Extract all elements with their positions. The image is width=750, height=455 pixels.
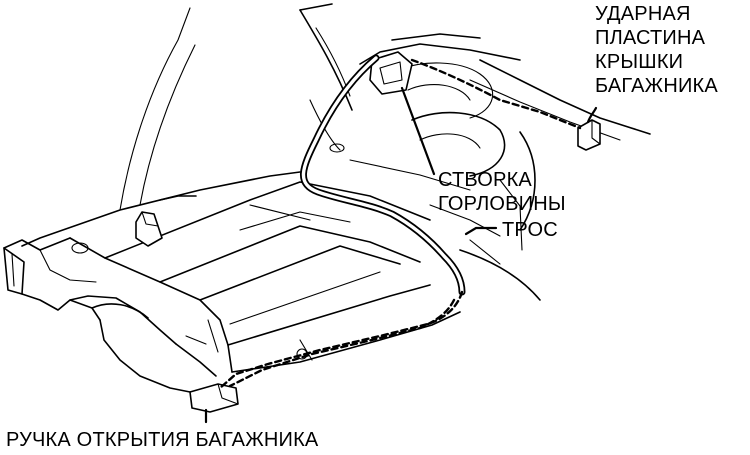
cable-label: ТРОС [502,219,558,241]
striker-plate [577,119,601,151]
opener-handle [189,383,239,413]
tie-down-hook [135,211,163,247]
fuel-door-label: СТВОРКА ГОРЛОВИНЫ [438,168,566,216]
fuel-door-label-line-2: ГОРЛОВИНЫ [438,193,566,215]
release-cable [218,54,582,390]
striker-label-line-3: КРЫШКИ [595,51,684,73]
fuel-filler-door [369,51,413,95]
trunk-floor [69,181,461,373]
striker-label-line-4: БАГАЖНИКА [595,75,718,97]
left-body-side [21,7,301,247]
fuel-door-label-line-1: СТВОРКА [438,169,532,191]
striker-label-line-2: ПЛАСТИНА [595,27,706,49]
striker-label: УДАРНАЯ ПЛАСТИНА КРЫШКИ БАГАЖНИКА [595,2,718,98]
leader-lines [204,86,598,424]
rear-bumper-panel [3,237,217,395]
striker-label-line-1: УДАРНАЯ [595,3,691,25]
handle-label: РУЧКА ОТКРЫТИЯ БАГАЖНИКА [6,429,319,451]
